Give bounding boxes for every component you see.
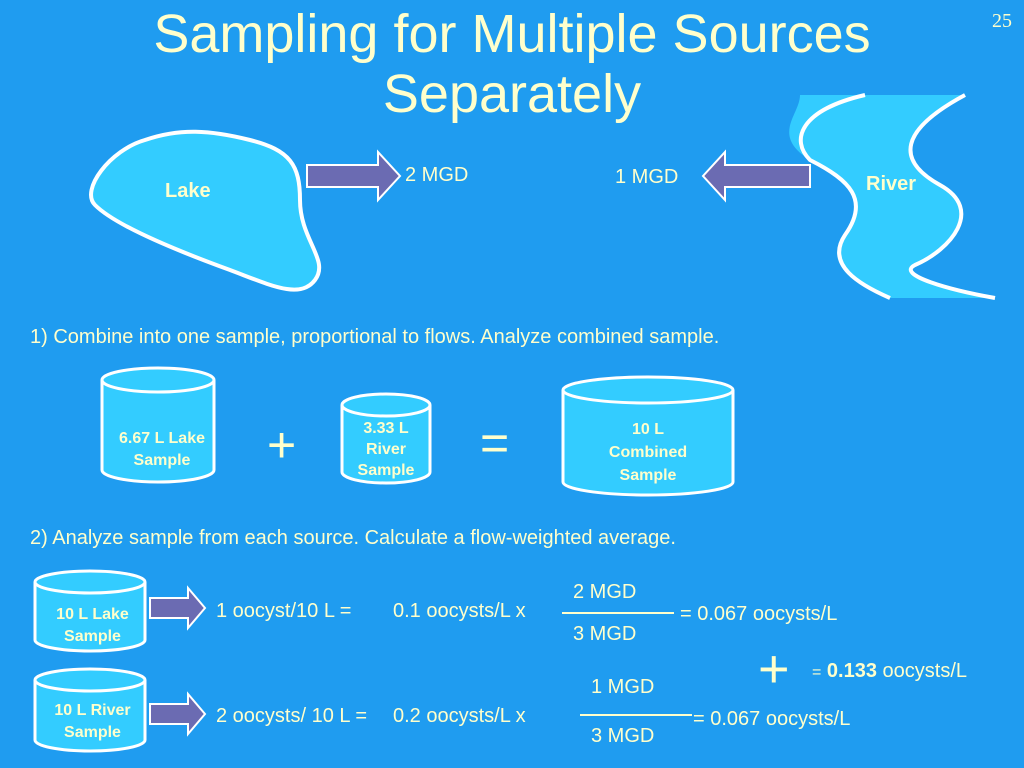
lake-result-arrow: [149, 585, 207, 631]
river-numerator: 1 MGD: [591, 676, 655, 698]
river-10l-label-line2: Sample: [64, 724, 121, 741]
river-shape: [789, 95, 995, 298]
equals-sign: =: [480, 415, 510, 471]
river-sample-label-line2: River: [365, 441, 407, 458]
title-line-2: Separately: [382, 64, 642, 124]
river-flow-label: 1 MGD: [615, 166, 679, 188]
river-10l-label: 10 L River Sample: [35, 700, 150, 744]
river-10l-cylinder: [33, 667, 147, 753]
lake-fraction-bar: [562, 612, 674, 614]
river-count-text: 2 oocysts/ 10 L =: [216, 705, 368, 727]
river-sample-cylinder: [340, 392, 432, 485]
total-equals: =: [812, 664, 822, 681]
lake-shape: [89, 129, 322, 292]
total-value: 0.133: [826, 660, 877, 682]
river-denominator: 3 MGD: [591, 725, 655, 747]
lake-sample-label-line2: Sample: [133, 452, 191, 469]
lake-flow-arrow: [306, 149, 402, 203]
lake-10l-label-line2: Sample: [64, 628, 121, 645]
combined-sample-label-line1: 10 L: [631, 421, 664, 438]
lake-10l-label-line1: 10 L Lake: [56, 606, 129, 623]
river-result: = 0.067 oocysts/L: [693, 708, 851, 730]
sum-plus-sign: +: [758, 639, 790, 699]
lake-conc-text: 0.1 oocysts/L x: [393, 600, 526, 622]
river-result-arrow: [149, 691, 207, 737]
river-fraction-bar: [580, 714, 692, 716]
lake-sample-label: 6.67 L Lake Sample: [102, 428, 222, 472]
slide-title: Sampling for Multiple Sources Separately: [0, 4, 1024, 124]
river-10l-label-line1: 10 L River: [54, 702, 131, 719]
lake-sample-cylinder: [100, 366, 216, 484]
river-flow-arrow: [701, 149, 811, 203]
plus-sign: +: [267, 417, 297, 473]
combined-sample-label-line3: Sample: [619, 467, 677, 484]
lake-sample-label-line1: 6.67 L Lake: [119, 430, 205, 447]
river-sample-label-line1: 3.33 L: [363, 420, 409, 437]
lake-flow-label: 2 MGD: [405, 164, 469, 186]
step2-text: 2) Analyze sample from each source. Calc…: [30, 527, 676, 549]
lake-10l-cylinder: [33, 569, 147, 653]
slide-number: 25: [992, 10, 1012, 32]
total-result: = 0.133 oocysts/L: [812, 660, 967, 683]
total-unit: oocysts/L: [882, 660, 968, 682]
lake-10l-label: 10 L Lake Sample: [35, 604, 150, 648]
step1-text: 1) Combine into one sample, proportional…: [30, 326, 720, 348]
lake-label: Lake: [165, 180, 211, 202]
lake-denominator: 3 MGD: [573, 623, 637, 645]
river-sample-label: 3.33 L River Sample: [342, 418, 430, 481]
combined-sample-cylinder: [561, 375, 735, 497]
combined-sample-label-line2: Combined: [608, 444, 688, 461]
river-label: River: [866, 173, 917, 195]
title-line-1: Sampling for Multiple Sources: [153, 4, 871, 64]
lake-count-text: 1 oocyst/10 L =: [216, 600, 352, 622]
river-sample-label-line3: Sample: [357, 462, 415, 479]
river-conc-text: 0.2 oocysts/L x: [393, 705, 526, 727]
lake-result: = 0.067 oocysts/L: [680, 603, 838, 625]
lake-numerator: 2 MGD: [573, 581, 637, 603]
combined-sample-label: 10 L Combined Sample: [563, 418, 733, 487]
